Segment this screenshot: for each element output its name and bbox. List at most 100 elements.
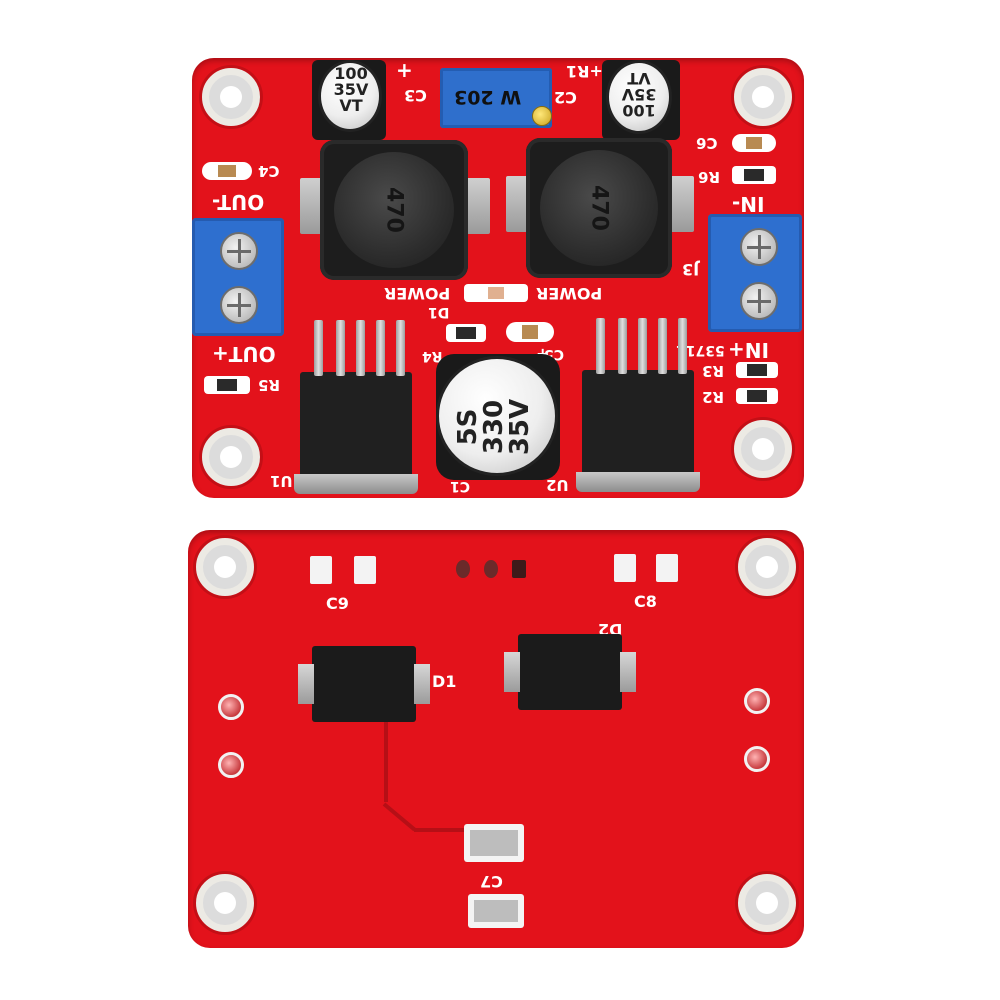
silk-r6: R6 bbox=[698, 168, 720, 186]
resistor-r5 bbox=[204, 376, 250, 394]
c9-pad bbox=[354, 556, 376, 584]
cap-text: VT bbox=[627, 69, 651, 88]
ic-pin bbox=[376, 320, 385, 376]
silk-out-plus: OUT+ bbox=[212, 342, 276, 366]
inductor-left: 470 bbox=[320, 140, 468, 280]
mounting-hole bbox=[196, 538, 254, 596]
ic-pin bbox=[356, 320, 365, 376]
silk-in-plus: IN+ bbox=[728, 338, 769, 362]
terminal-screw bbox=[220, 286, 258, 324]
inductor-core bbox=[334, 152, 454, 268]
silk-c9: C9 bbox=[326, 594, 349, 613]
inductor-right: 470 bbox=[526, 138, 672, 278]
c8-pad bbox=[614, 554, 636, 582]
ic-pin bbox=[658, 318, 667, 374]
silk-d1: D1 bbox=[432, 672, 457, 691]
pcb-trace bbox=[384, 722, 388, 802]
silk-c1: C1 bbox=[450, 478, 471, 494]
silk-power-left: POWER bbox=[384, 284, 451, 303]
ic-pin bbox=[596, 318, 605, 374]
ic-pin bbox=[638, 318, 647, 374]
diode-d2 bbox=[504, 634, 636, 710]
mounting-hole bbox=[734, 420, 792, 478]
cap-text: 35V bbox=[505, 398, 535, 456]
capacitor-c2 bbox=[606, 60, 672, 134]
capacitor-c5 bbox=[506, 322, 554, 342]
cap-text: VT bbox=[339, 96, 363, 115]
bottom-board: C9 C8 D2 D1 C7 bbox=[188, 530, 804, 948]
test-point bbox=[218, 694, 244, 720]
diode-pad bbox=[414, 664, 430, 704]
silk-u1: U1 bbox=[270, 472, 293, 490]
chip-inner bbox=[470, 830, 518, 856]
silk-in-minus: IN- bbox=[732, 192, 765, 216]
ic-pin bbox=[678, 318, 687, 374]
cap-text: 35V bbox=[333, 80, 369, 99]
ic-heat-tab bbox=[294, 474, 418, 494]
trimmer-adjust-screw bbox=[532, 106, 552, 126]
via bbox=[484, 560, 498, 578]
silk-j3: J3 bbox=[682, 260, 700, 279]
inductor-right-marking: 470 bbox=[586, 185, 612, 231]
capacitor-c4 bbox=[202, 162, 252, 180]
mounting-hole bbox=[196, 874, 254, 932]
capacitor-c7 bbox=[464, 824, 524, 862]
diode-pad bbox=[504, 652, 520, 692]
pcb-trace bbox=[414, 828, 474, 832]
capacitor-c1 bbox=[436, 356, 558, 476]
silk-c6: C6 bbox=[696, 134, 718, 152]
resistor-r2 bbox=[736, 388, 778, 404]
mounting-hole bbox=[202, 68, 260, 126]
ic-heat-tab bbox=[576, 472, 700, 492]
terminal-screw bbox=[740, 282, 778, 320]
mounting-hole bbox=[738, 874, 796, 932]
silk-out-minus: OUT- bbox=[212, 190, 265, 214]
ic-pin bbox=[314, 320, 323, 376]
terminal-block-out bbox=[192, 218, 284, 336]
smd-pad bbox=[468, 894, 524, 928]
test-point bbox=[744, 746, 770, 772]
pcb-trace bbox=[382, 802, 416, 832]
silk-r1: +R1 bbox=[566, 62, 603, 81]
resistor-r4 bbox=[446, 324, 486, 342]
inductor-pad bbox=[464, 178, 490, 234]
via bbox=[456, 560, 470, 578]
capacitor-c6 bbox=[732, 134, 776, 152]
silk-c8: C8 bbox=[634, 592, 657, 611]
silk-u2: U2 bbox=[546, 476, 569, 494]
c8-pad bbox=[656, 554, 678, 582]
mounting-hole bbox=[202, 428, 260, 486]
silk-r3: R3 bbox=[702, 362, 724, 380]
silk-r2: R2 bbox=[702, 388, 724, 406]
chip-inner bbox=[474, 900, 518, 922]
mounting-hole bbox=[738, 538, 796, 596]
silk-c2: C2 bbox=[554, 88, 577, 107]
inductor-core bbox=[540, 150, 658, 266]
terminal-block-in bbox=[708, 214, 802, 332]
terminal-screw bbox=[220, 232, 258, 270]
ic-pin bbox=[336, 320, 345, 376]
silk-c4: C4 bbox=[258, 162, 280, 180]
c9-pad bbox=[310, 556, 332, 584]
ic-pin bbox=[618, 318, 627, 374]
silk-c7: C7 bbox=[480, 872, 503, 891]
mounting-hole bbox=[734, 68, 792, 126]
diode-d1 bbox=[298, 646, 430, 722]
trimmer-marking: W 203 bbox=[454, 86, 522, 108]
inductor-pad bbox=[668, 176, 694, 232]
regulator-u2 bbox=[576, 318, 700, 492]
diode-pad bbox=[620, 652, 636, 692]
silk-c3: C3 bbox=[404, 86, 427, 105]
resistor-r6 bbox=[732, 166, 776, 184]
power-led bbox=[464, 284, 528, 302]
regulator-u1 bbox=[294, 320, 418, 494]
terminal-screw bbox=[740, 228, 778, 266]
resistor-r3 bbox=[736, 362, 778, 378]
capacitor-c3 bbox=[318, 60, 382, 132]
ic-pin bbox=[396, 320, 405, 376]
cap-text: 100 bbox=[334, 64, 368, 83]
